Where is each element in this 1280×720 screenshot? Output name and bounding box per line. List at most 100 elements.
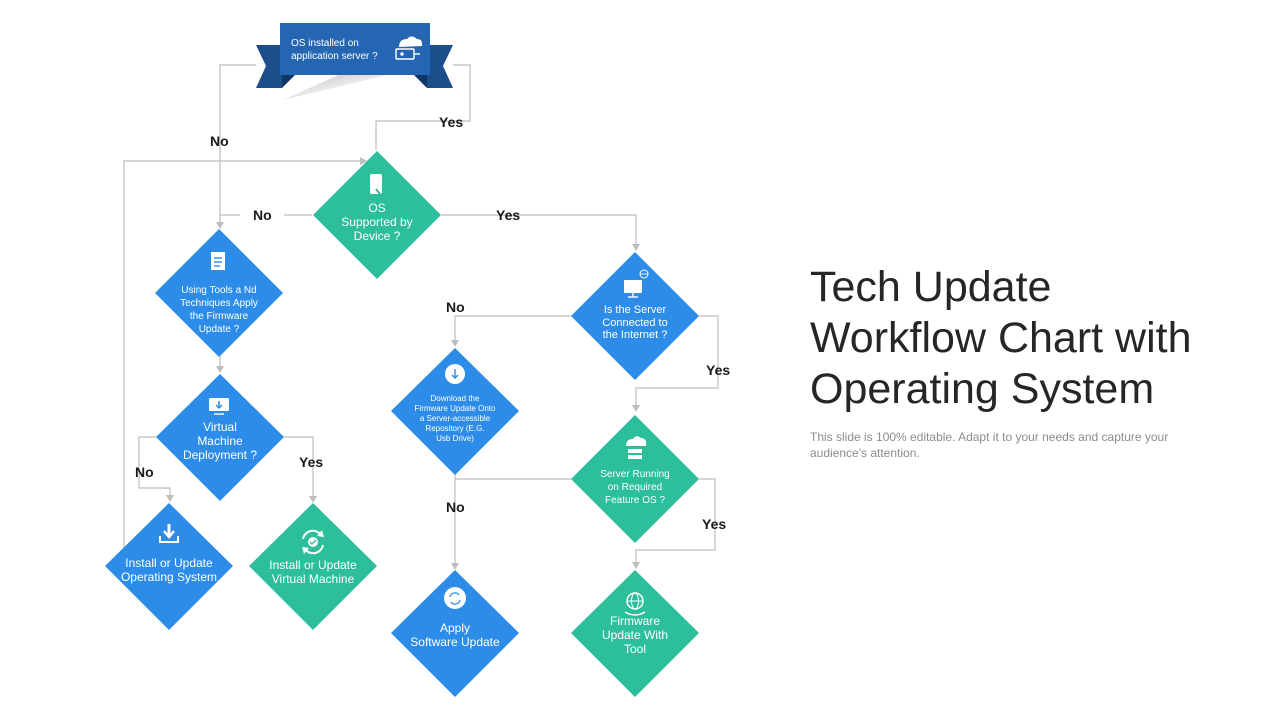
node-line: Install or Update <box>269 558 357 572</box>
node-line: on Required <box>607 482 663 493</box>
node-line: Usb Drive) <box>436 434 474 443</box>
node-using-tools-text: Using Tools a Nd Techniques Apply the Fi… <box>164 284 274 336</box>
node-line: Firmware Update Onto <box>414 404 496 413</box>
subtitle-line: This slide is 100% editable. Adapt it to… <box>810 430 1169 444</box>
edge-label-no: No <box>446 299 465 315</box>
arrowhead <box>360 157 367 165</box>
node-line: Deployment ? <box>182 447 258 462</box>
node-line: the Internet ? <box>602 329 668 342</box>
node-line: Download the <box>430 394 480 403</box>
node-apply-update <box>391 570 519 697</box>
arrowhead <box>632 562 640 569</box>
node-line: Update With <box>601 627 669 642</box>
server-cloud-icon <box>395 36 423 60</box>
node-server-running <box>571 415 699 543</box>
node-line: Repository (E.G. <box>425 424 485 433</box>
node-line: Using Tools a Nd <box>181 285 257 296</box>
arrowheads <box>166 157 640 570</box>
node-line: Machine <box>197 433 243 448</box>
node-server-connected-text: Is the Server Connected to the Internet … <box>585 304 685 342</box>
connector-vm-no <box>138 436 171 497</box>
node-line: Virtual <box>203 420 237 434</box>
node-line: the Firmware <box>189 311 249 322</box>
globe-hand-icon <box>624 592 646 616</box>
connector-os-yes <box>441 214 637 244</box>
node-line: OS <box>368 201 386 215</box>
cloud-server-icon <box>626 436 647 459</box>
node-line: Connected to <box>602 316 668 329</box>
nodes <box>105 151 699 697</box>
connectors <box>123 64 719 565</box>
node-install-os-text: Install or Update Operating System <box>109 556 229 585</box>
node-line: Server Running <box>600 469 670 480</box>
node-line: Software Update <box>410 634 500 649</box>
edge-label-yes: Yes <box>496 207 521 223</box>
node-line: Virtual Machine <box>271 571 355 586</box>
subtitle-line: audience's attention. <box>810 446 920 460</box>
monitor-globe-icon <box>624 269 649 298</box>
connector-server-no <box>454 315 571 342</box>
node-using-tools <box>155 229 283 357</box>
node-server-running-text: Server Running on Required Feature OS ? <box>585 468 685 507</box>
node-server-connected <box>571 252 699 380</box>
edge-label-yes: Yes <box>439 114 464 130</box>
edge-label-no: No <box>446 499 465 515</box>
edge-label-yes: Yes <box>299 454 324 470</box>
sync-icon <box>444 587 466 609</box>
arrowhead <box>632 405 640 412</box>
title-line: Workflow Chart with <box>810 314 1192 362</box>
node-virtual-machine-text: Virtual Machine Deployment ? <box>170 420 270 462</box>
edge-label-no: No <box>135 464 154 480</box>
node-apply-update-text: Apply Software Update <box>395 621 515 650</box>
title-line: Tech Update <box>810 263 1052 311</box>
node-line: Techniques Apply <box>180 298 258 309</box>
title-line: Operating System <box>810 365 1155 413</box>
page-title: Tech Update Workflow Chart with Operatin… <box>810 262 1250 415</box>
banner-line: OS installed on <box>291 38 359 49</box>
edge-label-no: No <box>210 133 229 149</box>
arrowhead <box>451 340 459 347</box>
node-install-vm <box>249 503 377 630</box>
node-install-os <box>105 503 233 630</box>
edge-label-no: No <box>253 207 272 223</box>
page-subtitle: This slide is 100% editable. Adapt it to… <box>810 429 1208 461</box>
refresh-check-icon <box>302 529 324 555</box>
node-firmware-tool <box>571 570 699 697</box>
arrowhead <box>451 563 459 570</box>
node-line: Tool <box>623 641 646 656</box>
node-line: Install or Update <box>125 556 213 570</box>
document-icon <box>211 252 225 270</box>
cloud-download-icon <box>445 364 465 384</box>
node-line: Is the Server <box>603 304 667 316</box>
arrowhead <box>216 222 224 229</box>
node-line: Feature OS ? <box>604 495 666 506</box>
node-download-firmware <box>391 348 519 475</box>
edge-label-yes: Yes <box>702 516 727 532</box>
mobile-touch-icon <box>370 174 384 199</box>
node-line: Update ? <box>198 324 240 335</box>
node-os-supported-text: OS Supported by Device ? <box>327 201 427 243</box>
monitor-download-icon <box>209 398 229 415</box>
node-os-supported <box>313 151 441 279</box>
node-line: Device ? <box>353 228 401 243</box>
edge-label-yes: Yes <box>706 362 731 378</box>
node-line: Firmware <box>610 614 660 628</box>
arrowhead <box>632 244 640 251</box>
connector-banner-yes <box>375 64 471 150</box>
arrowhead <box>166 495 174 502</box>
connector-vm-yes <box>284 436 314 498</box>
arrowhead <box>309 496 317 503</box>
node-install-vm-text: Install or Update Virtual Machine <box>253 558 373 587</box>
connector-install-os-loop <box>123 160 360 550</box>
node-line: Supported by <box>341 214 413 229</box>
banner-line: application server ? <box>291 51 378 62</box>
node-virtual-machine <box>156 374 284 501</box>
connector-banner-no <box>219 64 256 222</box>
node-download-firmware-text: Download the Firmware Update Onto a Serv… <box>400 394 510 444</box>
node-firmware-tool-text: Firmware Update With Tool <box>585 614 685 656</box>
node-line: Operating System <box>120 569 218 584</box>
node-line: a Server-accessible <box>419 414 491 423</box>
connector-server-yes <box>635 315 719 406</box>
